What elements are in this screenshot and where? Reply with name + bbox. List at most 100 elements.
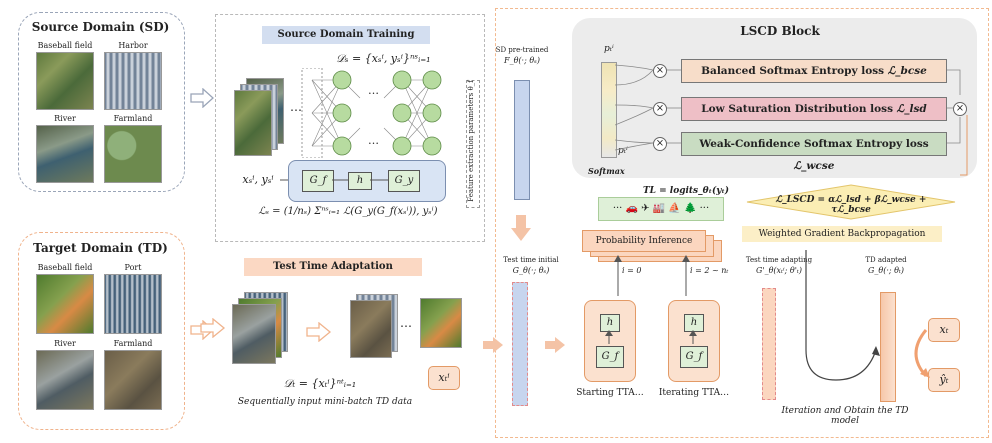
tta-image-stack-3: [232, 304, 276, 364]
train-dataset-formula: 𝒟ₛ = {xₛⁱ, yₛⁱ}ⁿˢᵢ₌₁: [336, 52, 431, 65]
loss-lsd-name: Low Saturation Distribution loss: [701, 103, 893, 115]
softmax-vector: [601, 62, 617, 158]
right-panel: [495, 8, 989, 438]
start-tta-caption: Starting TTA…: [576, 388, 644, 398]
td-label-2: Port: [124, 263, 142, 272]
train-gy-block: G_y: [388, 170, 420, 192]
train-ellipsis-1: …: [290, 100, 302, 114]
sd-label-3: River: [54, 114, 76, 123]
feature-extraction-bracket: [466, 80, 480, 208]
iter-h-block: h: [684, 314, 704, 332]
sd-baseball-image: [36, 52, 94, 110]
td-label-1: Baseball field: [37, 263, 93, 272]
sd-arrow-icon: [190, 88, 214, 108]
start-tta-block: [584, 300, 636, 382]
loss-bcse-symbol: ℒ_bcse: [887, 65, 927, 77]
adapted-flow-arrow-icon: [914, 329, 930, 378]
sd-farmland-image: [104, 125, 162, 183]
train-h-block: h: [348, 172, 372, 190]
multiply-icon-4: ×: [953, 102, 967, 116]
loss-bcse-name: Balanced Softmax Entropy loss: [701, 65, 885, 77]
td-label-4: Farmland: [113, 339, 153, 348]
sd-harbor-image: [104, 52, 162, 110]
adapted-caption: Iteration and Obtain the TD model: [781, 406, 909, 426]
source-domain-title: Source Domain (SD): [31, 20, 170, 34]
start-h-block: h: [600, 314, 620, 332]
loss-wcse-name: Weak-Confidence Softmax Entropy loss: [699, 138, 929, 150]
train-ellipsis-2: …: [368, 84, 379, 97]
multiply-icon-2: ×: [653, 102, 667, 116]
tta-caption: Sequentially input mini-batch TD data: [237, 397, 413, 407]
sd-label-4: Farmland: [113, 114, 153, 123]
pretrained-formula: F_θ(·; θₛ): [504, 56, 540, 65]
adapted-y-label: ŷₜ: [928, 368, 960, 392]
td-farmland-image: [104, 350, 162, 410]
source-domain-panel: [18, 12, 185, 192]
initial-model-bar: [512, 282, 528, 406]
target-domain-title: Target Domain (TD): [33, 241, 168, 255]
train-image-stack-3: [234, 90, 272, 156]
train-input-label: xₛⁱ, yₛⁱ: [242, 173, 274, 186]
prob-inference-box: Probability Inference: [582, 230, 706, 252]
start-gf-block: G_f: [596, 346, 624, 368]
iter-tta-block: [668, 300, 720, 382]
tta-dataset-formula: 𝒟ₜ = {xₜⁱ}ⁿᵗᵢ₌₁: [283, 377, 357, 390]
tta-input-arrow-icon: [200, 318, 226, 338]
multiply-icon-1: ×: [653, 64, 667, 78]
feature-extraction-label: Feature extraction parameters θ_f: [467, 80, 475, 202]
iteration-curve-arrow-icon: [805, 250, 880, 381]
softmax-p-bottom: pₜⁱ: [618, 146, 628, 156]
softmax-label: Softmax: [588, 166, 625, 176]
adapting-label: Test time adapting: [745, 256, 813, 264]
initial-formula: G_θ(·; θₛ): [512, 266, 550, 275]
lscd-connectors: [615, 64, 968, 176]
loss-wcse-symbol: ℒ_wcse: [793, 160, 835, 172]
training-panel: [215, 14, 485, 242]
tta-mid-arrow-icon: [306, 322, 332, 342]
iter-gf-block: G_f: [680, 346, 708, 368]
class-icons-row: ··· 🚗 ✈ 🏭 ⛵ 🌲 ···: [598, 197, 724, 221]
multiply-icon-3: ×: [653, 137, 667, 151]
initial-in-arrow-icon: [483, 337, 503, 353]
adapted-x-label: xₜ: [928, 318, 960, 342]
loss-lsd-symbol: ℒ_lsd: [896, 103, 927, 115]
adapted-model-bar: [880, 292, 896, 402]
target-domain-panel: [18, 232, 185, 430]
iter-tta-caption: Iterating TTA…: [658, 388, 730, 398]
backprop-label: Weighted Gradient Backpropagation: [742, 226, 942, 242]
initial-label: Test time initial: [503, 256, 559, 264]
adapting-formula: G'_θ(xₜⁱ; θ'ₜ): [756, 266, 802, 275]
softmax-p-top: pₜⁱ: [604, 44, 614, 54]
total-loss-formula: ℒ_LSCD = αℒ_lsd + βℒ_wcse + τℒ_bcse: [775, 195, 927, 215]
sd-river-image: [36, 125, 94, 183]
sd-label-2: Harbor: [118, 41, 148, 50]
adapted-formula: G_θ(·; θₜ): [867, 266, 905, 275]
tta-block-arrows-icon: [605, 330, 697, 344]
initial-out-arrow-icon: [545, 337, 565, 353]
train-chain-arrows-icon: [280, 179, 388, 181]
pretrained-down-arrow-icon: [511, 215, 531, 241]
td-river-image: [36, 350, 94, 410]
iter-index-label: i = 2 ~ nₜ: [690, 266, 729, 275]
loss-bcse: Balanced Softmax Entropy loss ℒ_bcse: [681, 59, 947, 83]
pretrained-model-bar: [514, 80, 530, 200]
adapting-model-bar: [762, 288, 776, 400]
sd-label-1: Baseball field: [37, 41, 93, 50]
total-loss-diamond: [746, 184, 956, 220]
inference-arrows-icon: [614, 255, 690, 296]
tta-sample-label: xₜⁱ: [428, 366, 460, 390]
td-port-image: [104, 274, 162, 334]
td-baseball-image: [36, 274, 94, 334]
adapted-label: TD adapted: [865, 256, 907, 264]
train-ellipsis-3: …: [368, 134, 379, 147]
training-title: Source Domain Training: [262, 26, 430, 44]
neural-network-diagram: [301, 68, 442, 158]
train-loss-formula: ℒₛ = (1/nₛ) Σⁿˢᵢ₌₁ ℒ(G_y(G_f(xₛⁱ)), yₛⁱ): [258, 206, 438, 217]
pretrained-label: SD pre-trained: [495, 46, 549, 54]
tta-current-image: [420, 298, 462, 348]
start-index-label: i = 0: [622, 266, 642, 275]
tta-ellipsis: …: [400, 316, 412, 330]
train-gf-block: G_f: [302, 170, 334, 192]
tl-formula: TL = logits_θₜ(yₜ): [642, 186, 730, 196]
loss-wcse: Weak-Confidence Softmax Entropy loss ℒ_w…: [681, 132, 947, 172]
